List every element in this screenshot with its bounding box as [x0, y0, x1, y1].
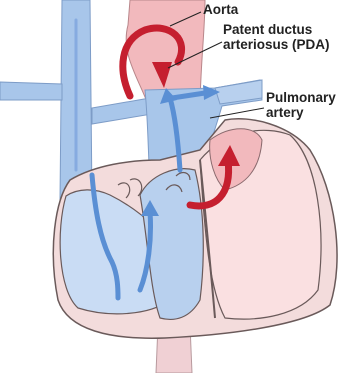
left-pulmonary-branch [0, 82, 62, 100]
aorta-label: Aorta [203, 2, 238, 17]
left-lower-branch [92, 98, 152, 124]
pa-label-line1: Pulmonary [266, 90, 336, 105]
pulmonary-artery-label: Pulmonary artery [266, 90, 336, 120]
pda-label: Patent ductus arteriosus (PDA) [223, 22, 330, 52]
pda-label-line2: arteriosus (PDA) [223, 37, 330, 52]
pda-label-line1: Patent ductus [223, 22, 330, 37]
pa-label-line2: artery [266, 105, 336, 120]
aorta-label-text: Aorta [203, 2, 238, 17]
